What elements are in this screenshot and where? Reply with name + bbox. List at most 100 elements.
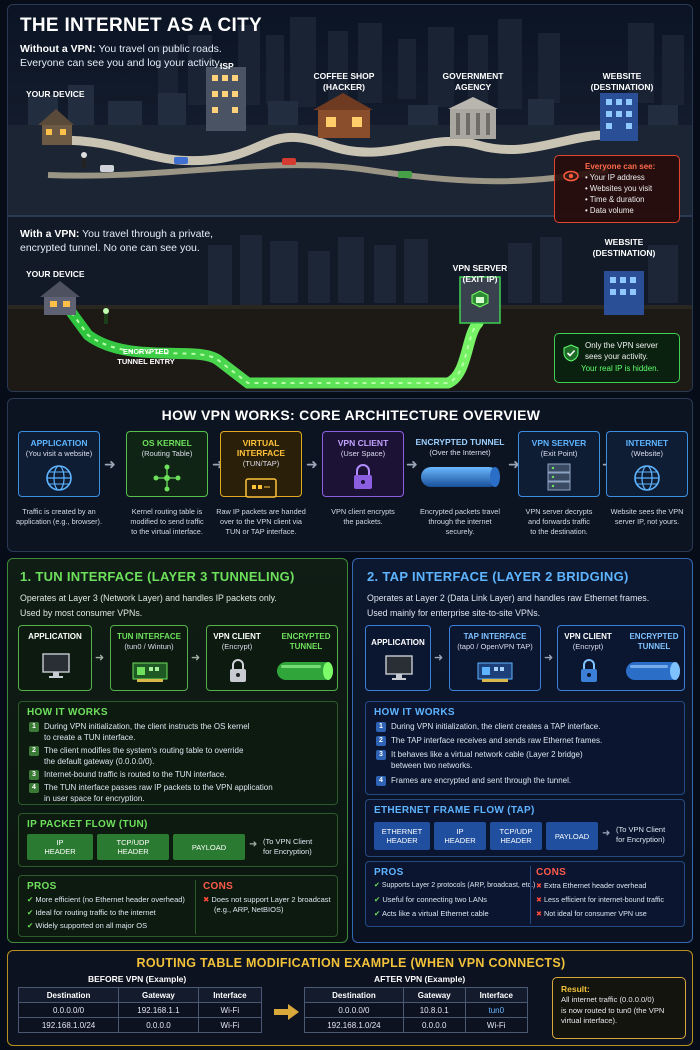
tap-client-label: VPN CLIENT(Encrypt) <box>560 632 616 652</box>
shield-check-icon <box>563 344 579 362</box>
con-text-line2: (e.g., ARP, NetBIOS) <box>214 905 284 914</box>
step-number: 2 <box>29 746 39 756</box>
divider <box>195 880 196 934</box>
your-device-label-2: YOUR DEVICE <box>26 269 85 279</box>
tap-desc-line1: Operates at Layer 2 (Data Link Layer) an… <box>367 593 650 603</box>
tap-con-item: ✖ Not ideal for consumer VPN use <box>536 909 647 919</box>
flow-note-line: (To VPN Client <box>616 825 666 834</box>
tap-flow-title: ETHERNET FRAME FLOW (TAP) <box>374 805 535 816</box>
architecture-overview: HOW VPN WORKS: CORE ARCHITECTURE OVERVIE… <box>7 398 693 552</box>
cross-icon: ✖ <box>203 895 210 904</box>
arch-desc-line: Raw IP packets are handed <box>216 507 306 516</box>
flow-note-line: for Encryption) <box>263 847 312 856</box>
with-vpn-text: With a VPN: You travel through a private… <box>20 227 280 255</box>
step-number: 4 <box>376 776 386 786</box>
with-vpn-line1: You travel through a private, <box>82 228 214 240</box>
flow-line: PAYLOAD <box>191 842 227 852</box>
table-cell: Wi-Fi <box>197 1002 263 1018</box>
before-title: BEFORE VPN (Example) <box>88 974 187 984</box>
exposed-item-text: Data volume <box>589 206 634 215</box>
arrow-right-icon: ➜ <box>95 652 105 664</box>
arch-desc-line: Kernel routing table is <box>131 507 203 516</box>
pro-text: More efficient (no Ethernet header overh… <box>35 895 185 904</box>
cross-icon: ✖ <box>536 895 543 904</box>
tap-how-title: HOW IT WORKS <box>374 707 455 718</box>
city-title: THE INTERNET AS A CITY <box>20 15 262 36</box>
column-header: Gateway <box>118 987 199 1003</box>
flow-note-line: (To VPN Client <box>263 837 313 846</box>
flow-line: TCP/UDP <box>116 838 150 847</box>
step-line: Frames are encrypted and sent through th… <box>391 776 572 785</box>
flow-note-line: for Encryption) <box>616 835 665 844</box>
lock-icon <box>354 464 372 489</box>
step-line: in user space for encryption. <box>44 793 145 803</box>
arch-box-subtitle: (Routing Table) <box>141 449 193 458</box>
tap-tunnel-line1: ENCRYPTED <box>629 632 679 641</box>
table-cell: 192.168.1.1 <box>118 1002 199 1018</box>
arch-box-title: INTERNET <box>625 438 669 448</box>
tun-desc-line2: Used by most consumer VPNs. <box>20 608 143 618</box>
arrow-right-icon: ➜ <box>434 652 444 664</box>
tun-iface-label: TUN INTERFACE(tun0 / Wintun) <box>111 632 187 652</box>
table-cell: 0.0.0.0 <box>402 1017 466 1033</box>
tunnel-pipe-icon <box>421 467 500 487</box>
city-skyline-graphic <box>8 5 692 391</box>
arch-desc-line: Website sees the VPN <box>610 507 684 516</box>
tun-tunnel-line1: ENCRYPTED <box>281 632 331 641</box>
without-vpn-label: Without a VPN: <box>20 43 96 55</box>
step-line: between two networks. <box>391 760 473 770</box>
government-line1: GOVERNMENT <box>442 71 504 81</box>
arch-box-vpn-client: VPN CLIENT (User Space) <box>322 431 404 497</box>
arrow-right-icon: ➜ <box>544 652 554 664</box>
arch-desc-line: server IP, not yours. <box>614 517 680 526</box>
table-cell: 0.0.0.0 <box>118 1017 199 1033</box>
tun-app-label: APPLICATION <box>28 632 82 641</box>
step-number: 3 <box>29 770 39 780</box>
check-icon: ✔ <box>374 895 381 904</box>
flow-line: HEADER <box>444 836 476 845</box>
pro-text: Useful for connecting two LANs <box>382 895 488 904</box>
arch-desc-line: to the destination. <box>530 527 588 536</box>
after-title: AFTER VPN (Example) <box>374 974 466 984</box>
tun-flow-title: IP PACKET FLOW (TUN) <box>27 819 148 830</box>
tap-pro-item: ✔ Supports Layer 2 protocols (ARP, broad… <box>374 881 535 891</box>
arch-desc-line: application (e.g., browser). <box>16 517 102 526</box>
tap-app-label: APPLICATION <box>371 638 425 647</box>
coffee-shop-line2: (HACKER) <box>322 82 366 92</box>
arrow-right-icon: ➜ <box>508 456 520 472</box>
lock-icon <box>581 659 597 682</box>
tap-desc-line2: Used mainly for enterprise site-to-site … <box>367 608 541 618</box>
tun-client-title: VPN CLIENT <box>213 632 261 641</box>
tap-diagram: APPLICATION ➜ TAP INTERFACE(tap0 / OpenV… <box>365 625 685 693</box>
without-vpn-line1: You travel on public roads. <box>98 43 222 55</box>
tap-pros-title: PROS <box>374 867 404 878</box>
tap-pro-item: ✔ Useful for connecting two LANs <box>374 895 487 905</box>
isp-label: ISP <box>220 61 234 71</box>
exposed-item: • Websites you visit <box>585 184 653 193</box>
con-text: Less efficient for internet-bound traffi… <box>544 895 665 904</box>
arrow-right-icon: ➜ <box>249 839 258 850</box>
result-box: Result: All internet traffic (0.0.0.0/0)… <box>552 977 686 1039</box>
tun-client-sub: (Encrypt) <box>221 642 253 651</box>
step-line: The TAP interface receives and sends raw… <box>391 736 603 745</box>
arrow-right-icon: ➜ <box>212 456 224 472</box>
tun-iface-sub: (tun0 / Wintun) <box>124 642 174 651</box>
result-title: Result: <box>561 984 590 994</box>
network-card-icon <box>245 478 277 498</box>
with-vpn-label: With a VPN: <box>20 228 80 240</box>
tap-iface-title: TAP INTERFACE <box>463 632 527 641</box>
tun-pro-item: ✔ Widely supported on all major OS <box>27 921 147 931</box>
city-illustration: THE INTERNET AS A CITY Without a VPN: Yo… <box>7 4 693 392</box>
safe-line3: Your real IP is hidden. <box>581 364 659 373</box>
